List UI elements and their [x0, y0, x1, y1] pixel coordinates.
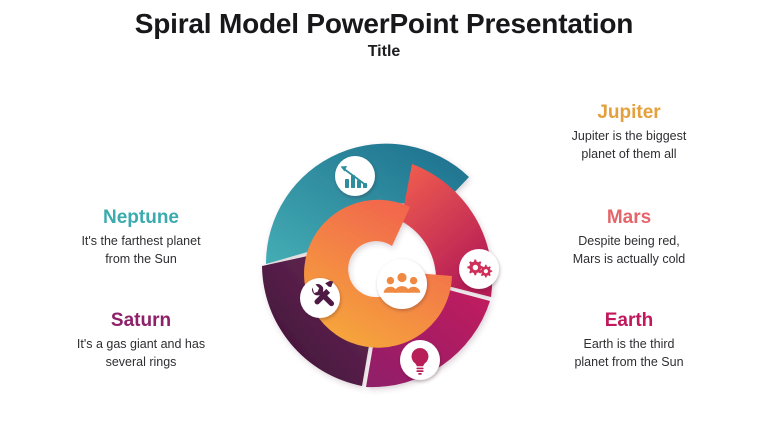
- icon-badge-jupiter[interactable]: [377, 259, 427, 309]
- label-heading-earth: Earth: [604, 310, 654, 331]
- spiral-segment-jupiter[interactable]: [304, 199, 452, 348]
- label-description-mars: Despite being red, Mars is actually cold: [572, 233, 686, 266]
- spiral-diagram: [252, 96, 520, 396]
- gears-cogs-icon: [467, 259, 493, 278]
- spiral-segment-earth[interactable]: [366, 286, 490, 388]
- spiral-segment-saturn[interactable]: [262, 252, 372, 386]
- bar-chart-declining-icon: [340, 166, 368, 188]
- label-heading-mars: Mars: [606, 207, 652, 228]
- slide-header: Spiral Model PowerPoint Presentation Tit…: [0, 0, 768, 61]
- label-block-mars[interactable]: Mars Despite being red, Mars is actually…: [524, 208, 734, 268]
- label-description-neptune: It's the farthest planet from the Sun: [81, 233, 201, 266]
- users-group-icon: [383, 272, 421, 293]
- label-heading-jupiter: Jupiter: [597, 102, 661, 123]
- lightbulb-icon: [411, 347, 429, 375]
- tools-wrench-screwdriver-icon: [312, 281, 335, 307]
- label-heading-saturn: Saturn: [110, 310, 172, 331]
- label-heading-neptune: Neptune: [103, 207, 179, 228]
- label-description-saturn: It's a gas giant and has several rings: [76, 336, 206, 369]
- label-block-earth[interactable]: Earth Earth is the third planet from the…: [524, 311, 734, 371]
- label-description-earth: Earth is the third planet from the Sun: [574, 336, 684, 369]
- label-block-saturn[interactable]: Saturn It's a gas giant and has several …: [36, 311, 246, 371]
- page-subtitle: Title: [367, 43, 401, 61]
- page-title: Spiral Model PowerPoint Presentation: [134, 8, 634, 39]
- label-description-jupiter: Jupiter is the biggest planet of them al…: [571, 128, 687, 161]
- label-block-jupiter[interactable]: Jupiter Jupiter is the biggest planet of…: [524, 103, 734, 163]
- label-block-neptune[interactable]: Neptune It's the farthest planet from th…: [36, 208, 246, 268]
